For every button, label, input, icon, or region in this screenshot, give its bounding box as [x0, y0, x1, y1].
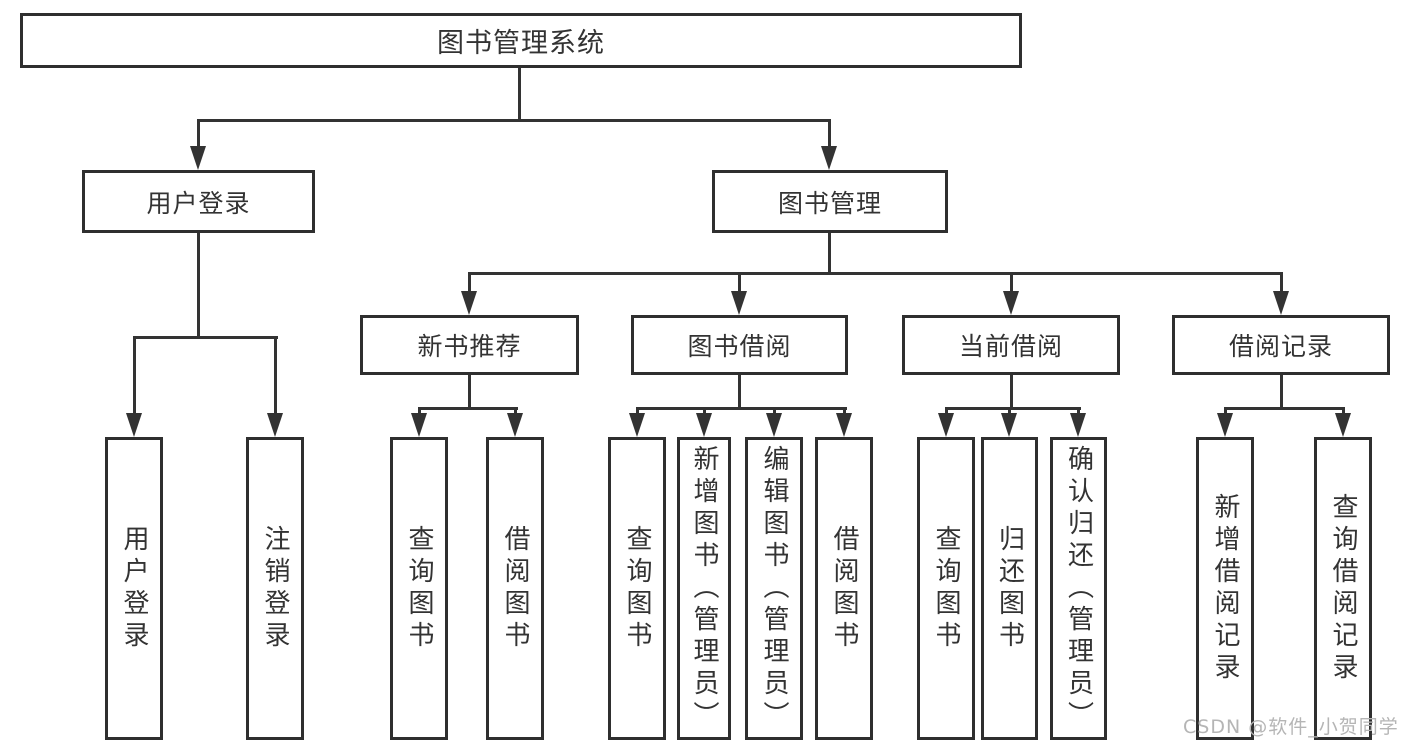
node-current-borrow-label: 当前借阅 [958, 332, 1063, 361]
connector-line [1008, 407, 1011, 416]
node-book-borrow-label: 图书借阅 [687, 332, 792, 361]
connector-line [703, 407, 706, 416]
leaf-query-books-recommend: 查询图书 [390, 437, 448, 740]
leaf-borrow-books: 借阅图书 [815, 437, 873, 740]
arrowhead-down-icon [938, 413, 954, 437]
connector-line [133, 336, 136, 416]
connector-line [197, 119, 200, 149]
leaf-add-book-admin: 新增图书（管理员） [677, 437, 731, 740]
leaf-return-book-label: 归还图书 [994, 524, 1025, 653]
connector-line [843, 407, 846, 416]
connector-line [468, 375, 471, 410]
arrowhead-down-icon [126, 413, 142, 437]
connector-line [418, 407, 518, 410]
leaf-query-books-current: 查询图书 [917, 437, 975, 740]
leaf-borrow-books-label: 借阅图书 [829, 524, 859, 653]
leaf-add-book-admin-label: 新增图书（管理员） [689, 444, 719, 733]
leaf-query-borrow-record: 查询借阅记录 [1314, 437, 1372, 740]
node-root-label: 图书管理系统 [437, 28, 605, 59]
leaf-borrow-books-recommend-label: 借阅图书 [500, 524, 530, 653]
connector-line [197, 119, 831, 122]
connector-line [468, 272, 471, 294]
connector-line [133, 336, 278, 339]
leaf-confirm-return-admin-label: 确认归还（管理员） [1063, 444, 1094, 733]
arrowhead-down-icon [836, 413, 852, 437]
node-user-login: 用户登录 [82, 170, 315, 233]
connector-line [418, 407, 421, 416]
arrowhead-down-icon [1003, 291, 1019, 315]
leaf-user-login-label: 用户登录 [119, 524, 149, 653]
connector-line [636, 407, 639, 416]
leaf-query-books-current-label: 查询图书 [931, 524, 961, 653]
arrowhead-down-icon [696, 413, 712, 437]
node-book-management: 图书管理 [712, 170, 948, 233]
node-root: 图书管理系统 [20, 13, 1022, 68]
arrowhead-down-icon [461, 291, 477, 315]
arrowhead-down-icon [190, 146, 206, 170]
arrowhead-down-icon [1070, 413, 1086, 437]
node-new-book-recommend: 新书推荐 [360, 315, 579, 375]
leaf-query-books-recommend-label: 查询图书 [404, 524, 434, 653]
leaf-return-book: 归还图书 [981, 437, 1038, 740]
arrowhead-down-icon [1335, 413, 1351, 437]
connector-line [197, 233, 200, 339]
leaf-logout-label: 注销登录 [260, 524, 290, 653]
connector-line [1342, 407, 1345, 416]
leaf-query-books-borrow: 查询图书 [608, 437, 666, 740]
leaf-edit-book-admin-label: 编辑图书（管理员） [759, 444, 789, 733]
node-borrow-records-label: 借阅记录 [1228, 332, 1333, 361]
arrowhead-down-icon [766, 413, 782, 437]
leaf-borrow-books-recommend: 借阅图书 [486, 437, 544, 740]
connector-line [773, 407, 776, 416]
leaf-add-borrow-record: 新增借阅记录 [1196, 437, 1254, 740]
node-user-login-label: 用户登录 [146, 188, 251, 218]
connector-line [636, 407, 847, 410]
connector-line [828, 119, 831, 149]
leaf-edit-book-admin: 编辑图书（管理员） [745, 437, 803, 740]
connector-line [1280, 272, 1283, 294]
connector-line [1280, 375, 1283, 410]
connector-line [1010, 375, 1013, 410]
connector-line [738, 272, 741, 294]
leaf-add-borrow-record-label: 新增借阅记录 [1210, 492, 1240, 685]
connector-line [518, 68, 521, 122]
arrowhead-down-icon [821, 146, 837, 170]
arrowhead-down-icon [1217, 413, 1233, 437]
leaf-query-borrow-record-label: 查询借阅记录 [1328, 492, 1358, 685]
connector-line [1224, 407, 1227, 416]
node-new-book-recommend-label: 新书推荐 [417, 332, 522, 361]
arrowhead-down-icon [267, 413, 283, 437]
arrowhead-down-icon [507, 413, 523, 437]
arrowhead-down-icon [1001, 413, 1017, 437]
connector-line [945, 407, 948, 416]
leaf-confirm-return-admin: 确认归还（管理员） [1050, 437, 1107, 740]
connector-line [945, 407, 1081, 410]
arrowhead-down-icon [1273, 291, 1289, 315]
node-borrow-records: 借阅记录 [1172, 315, 1390, 375]
node-current-borrow: 当前借阅 [902, 315, 1120, 375]
connector-line [514, 407, 517, 416]
connector-line [1010, 272, 1013, 294]
connector-line [468, 272, 1283, 275]
connector-line [738, 375, 741, 410]
arrowhead-down-icon [411, 413, 427, 437]
node-book-borrow: 图书借阅 [631, 315, 848, 375]
leaf-logout: 注销登录 [246, 437, 304, 740]
leaf-query-books-borrow-label: 查询图书 [622, 524, 652, 653]
connector-line [274, 336, 277, 416]
arrowhead-down-icon [731, 291, 747, 315]
arrowhead-down-icon [629, 413, 645, 437]
leaf-user-login: 用户登录 [105, 437, 163, 740]
watermark: CSDN @软件_小贺同学 [1183, 716, 1399, 738]
connector-line [1224, 407, 1345, 410]
connector-line [1077, 407, 1080, 416]
connector-line [828, 233, 831, 275]
node-book-management-label: 图书管理 [777, 188, 882, 218]
